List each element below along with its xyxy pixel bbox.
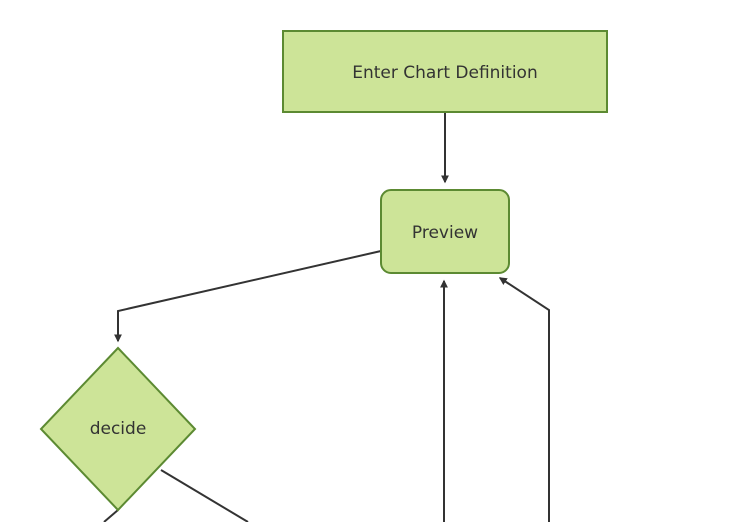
node-decide[interactable]: decide — [39, 346, 197, 512]
edge-decide-out-left — [103, 509, 119, 522]
node-enter-chart-definition[interactable]: Enter Chart Definition — [282, 30, 608, 113]
node-decide-label: decide — [90, 419, 147, 439]
edge-bottom-right-to-preview — [498, 277, 550, 522]
edge-preview-to-decide — [114, 250, 382, 343]
node-enter-chart-definition-shape[interactable] — [282, 30, 608, 113]
node-preview-shape[interactable] — [380, 189, 510, 274]
node-preview[interactable]: Preview — [380, 189, 510, 274]
node-decide-shape[interactable] — [39, 346, 197, 512]
node-enter-chart-definition-label: Enter Chart Definition — [352, 63, 537, 83]
node-preview-label: Preview — [412, 223, 478, 243]
edge-decide-out-right — [160, 469, 249, 522]
edge-group — [103, 112, 550, 522]
